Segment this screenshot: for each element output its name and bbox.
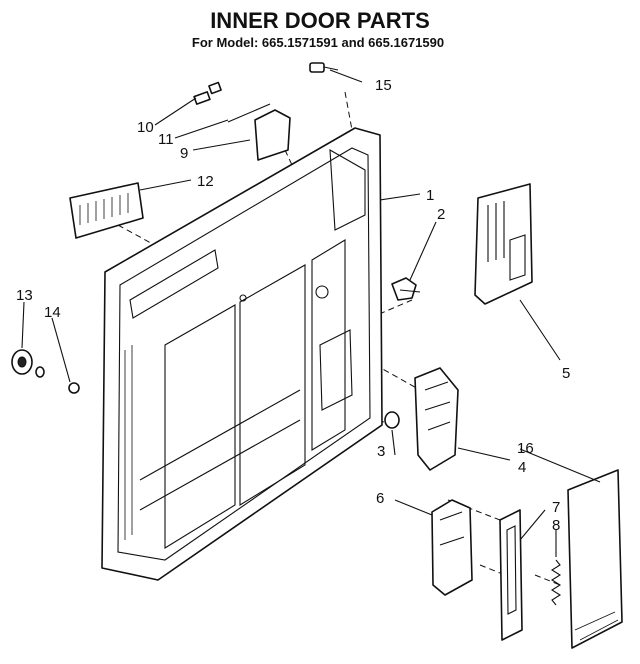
callout-9: 9 [180, 145, 188, 162]
bracket [499, 509, 523, 641]
latch-assembly [414, 367, 459, 471]
callout-6: 6 [376, 490, 384, 507]
inner-door-panel [101, 127, 383, 581]
callout-13: 13 [16, 287, 33, 304]
callout-14: 14 [44, 304, 61, 321]
roller [384, 411, 400, 429]
outer-panel [567, 469, 623, 649]
knob-and-washer [11, 349, 80, 394]
callout-11: 11 [158, 131, 174, 148]
callout-10: 10 [137, 119, 154, 136]
screw [309, 62, 339, 73]
latch-pin [391, 277, 421, 301]
lower-latch [431, 499, 473, 596]
leader-lines [21, 69, 601, 557]
diagram-subtitle: For Model: 665.1571591 and 665.1671590 [192, 35, 444, 50]
callout-16: 16 [517, 440, 534, 457]
callout-15: 15 [375, 77, 392, 94]
callouts: 15 1 2 5 16 4 3 6 7 8 9 10 11 12 13 14 [16, 77, 570, 534]
diagram-title: INNER DOOR PARTS [210, 8, 430, 33]
pin-and-clip [193, 81, 271, 123]
callout-8: 8 [552, 517, 560, 534]
callout-12: 12 [197, 173, 214, 190]
cover-plate [254, 109, 291, 161]
callout-5: 5 [562, 365, 570, 382]
door-handle [69, 182, 144, 239]
callout-3: 3 [377, 443, 385, 460]
control-housing [474, 183, 533, 305]
callout-4: 4 [518, 459, 526, 476]
callout-2: 2 [437, 206, 445, 223]
callout-1: 1 [426, 187, 434, 204]
spring [550, 559, 562, 606]
callout-7: 7 [552, 499, 560, 516]
